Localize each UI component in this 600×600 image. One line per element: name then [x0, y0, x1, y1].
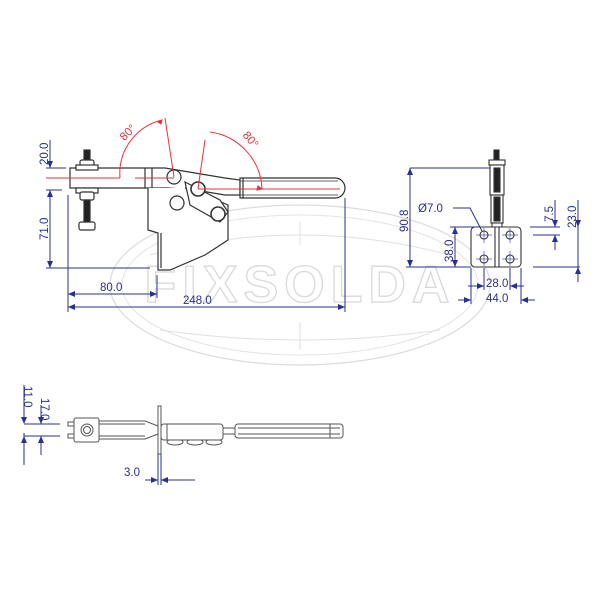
dim-90-8: 90.8 [399, 210, 411, 232]
side-view-dimensions [46, 140, 346, 312]
top-view [67, 405, 344, 455]
dim-20: 20.0 [39, 143, 51, 165]
watermark-text: FIXSOLDA [145, 256, 456, 314]
end-view [470, 149, 522, 268]
dim-71: 71.0 [39, 218, 51, 240]
dim-38: 38.0 [444, 240, 456, 262]
top-view-dimensions [23, 385, 195, 485]
end-view-arrows [407, 168, 581, 303]
dim-44: 44.0 [486, 293, 508, 305]
top-view-arrows [21, 417, 168, 483]
dim-11: 11.0 [21, 386, 33, 408]
dim-248: 248.0 [183, 295, 212, 307]
side-view-angle-lines [46, 117, 340, 191]
fixsolda-watermark: FIXSOLDA [109, 204, 491, 366]
dim-7-5: 7.5 [544, 206, 556, 222]
dim-hole-diameter: Ø7.0 [418, 203, 443, 215]
end-view-centerlines [476, 228, 518, 266]
open-angle-label: 80° [118, 123, 139, 144]
dim-3: 3.0 [124, 467, 140, 479]
dim-80: 80.0 [100, 282, 122, 294]
side-view [69, 149, 346, 271]
dim-17: 17.0 [38, 398, 50, 420]
side-view-arrows [47, 161, 345, 310]
dim-23: 23.0 [567, 206, 579, 228]
dim-28: 28.0 [486, 278, 508, 290]
